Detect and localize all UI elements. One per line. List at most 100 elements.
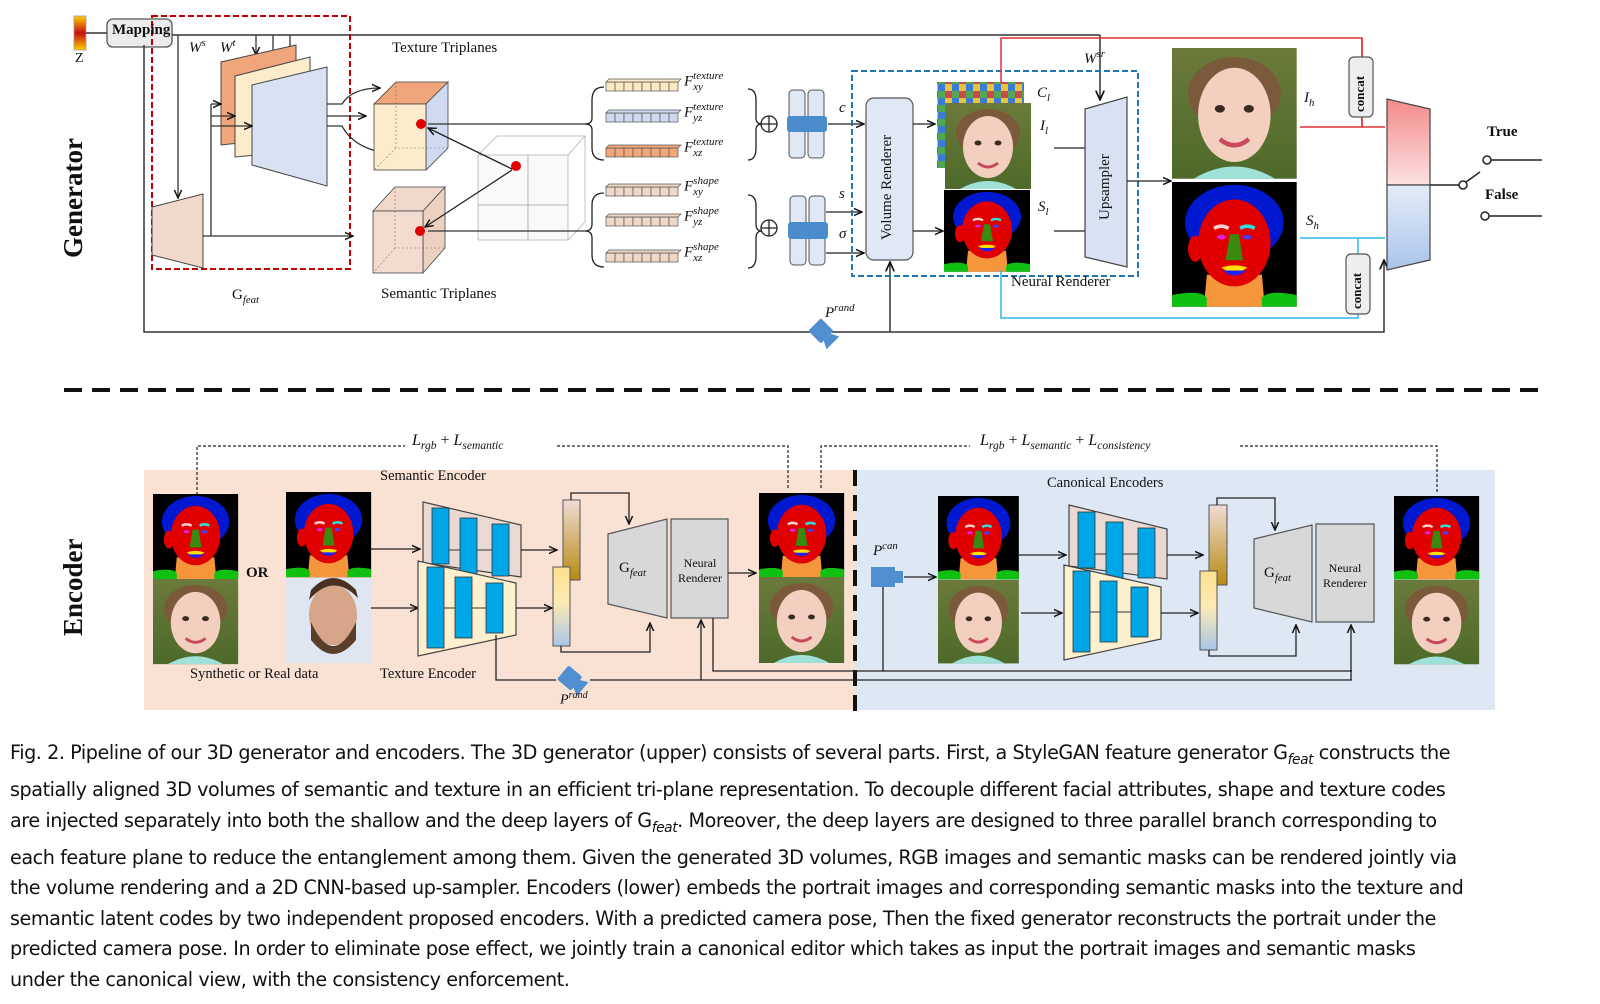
reconstructed-mask-left (757, 491, 846, 579)
encoder-gfeat-block-left (607, 518, 668, 619)
pipeline-figure: Generator Z Mapping Ws Wt Gfeat Texture … (58, 15, 1542, 712)
reconstructed-mask-right (1392, 494, 1481, 581)
caption-line: semantic latent codes by two independent… (10, 906, 1436, 930)
camera-pose-line (143, 45, 1384, 333)
concat-label-top: concat (1352, 75, 1367, 112)
switch-true-terminal (1482, 155, 1492, 165)
z-label: Z (75, 51, 84, 66)
switch-pivot (1458, 180, 1468, 190)
feature-plane-yz (251, 66, 328, 187)
z-latent-bar (73, 15, 87, 51)
high-res-face-image (1172, 48, 1297, 179)
low-res-face-image (943, 101, 1033, 191)
feature-vector-shape-yz (605, 213, 682, 227)
false-label: False (1485, 187, 1519, 203)
pcan-label: Pcan (873, 540, 898, 559)
caption-line: the volume rendering and a 2D CNN-based … (10, 876, 1464, 900)
s-label: s (839, 186, 845, 202)
gfeat-label: Gfeat (232, 287, 260, 306)
sl-label: Sl (1038, 199, 1049, 218)
switch-false-terminal (1480, 211, 1490, 221)
true-label: True (1487, 124, 1518, 140)
semantic-encoder-label: Semantic Encoder (380, 468, 486, 484)
prand-label-encoder: Prand (560, 690, 588, 708)
canonical-semantic-code (1208, 504, 1228, 586)
canonical-semantic-encoder (1068, 504, 1168, 580)
query-point-grid (477, 135, 586, 241)
neural-renderer-label: Neural Renderer (1011, 274, 1111, 290)
feature-vector-texture-xz (605, 144, 682, 158)
encoder-section-label: Encoder (58, 538, 88, 637)
semantic-encoder-block (422, 501, 522, 578)
canonical-mask (936, 494, 1021, 581)
volume-renderer-block (865, 97, 914, 261)
gfeat-label-right: Gfeat (1264, 565, 1292, 584)
camera-icon-pcan (871, 567, 903, 587)
upsampler-label: Upsampler (1097, 154, 1113, 220)
switch-lever (1465, 171, 1481, 183)
caption-line: each feature plane to reduce the entangl… (10, 845, 1457, 869)
feature-vector-shape-xy (605, 183, 682, 197)
upsampler-block (1084, 96, 1128, 268)
concat-box-bottom (1345, 253, 1371, 315)
oplus-icon-texture (760, 115, 778, 133)
or-label: OR (246, 565, 269, 581)
gfeat-box (151, 15, 351, 270)
reconstructed-face-left (757, 575, 846, 665)
texture-triplanes-label: Texture Triplanes (392, 40, 498, 56)
il-label: Il (1040, 118, 1048, 137)
texture-triplane-cube (373, 81, 449, 171)
input-synthetic-face (151, 577, 240, 666)
wt-label: Wt (220, 37, 236, 56)
figure-canvas (64, 15, 1542, 712)
ws-label: Ws (189, 37, 206, 56)
ih-label: Ih (1304, 90, 1315, 109)
low-res-semantic-mask (942, 188, 1032, 273)
figure-caption: Fig. 2. Pipeline of our 3D generator and… (10, 738, 1590, 995)
mapping-box (106, 18, 173, 48)
encoder-neural-renderer-right (1315, 523, 1375, 623)
input-real-face (286, 578, 371, 663)
feature-vector-shape-xz (605, 249, 682, 263)
discriminator-block (1386, 98, 1431, 271)
semantic-triplanes-label: Semantic Triplanes (381, 286, 497, 302)
encoder-neural-renderer-left (670, 518, 729, 619)
canonical-texture-code (1199, 570, 1218, 651)
concat-label-bottom: concat (1349, 272, 1364, 309)
camera-icon (808, 318, 840, 350)
caption-line: are injected separately into both the sh… (10, 808, 1437, 836)
loss-right: Lrgb + Lsemantic + Lconsistency (980, 432, 1151, 453)
canonical-encoders-label: Canonical Encoders (1047, 475, 1164, 491)
sh-label: Sh (1306, 213, 1319, 232)
texture-latent-code (552, 566, 571, 647)
canonical-texture-encoder (1063, 564, 1162, 661)
brace-shape (584, 192, 605, 268)
generator-section-label: Generator (58, 138, 88, 258)
sigma-label: σ (839, 226, 847, 242)
concat-box-top (1348, 56, 1374, 118)
caption-line: under the canonical view, with the consi… (10, 967, 570, 991)
feature-vector-texture-yz (605, 109, 682, 123)
feature-vector-texture-xy (605, 78, 682, 92)
texture-encoder-block (417, 560, 517, 657)
reconstructed-face-right (1392, 578, 1481, 666)
canonical-face (936, 578, 1021, 665)
mapping-label: Mapping (112, 22, 171, 38)
volume-renderer-label: Volume Renderer (879, 134, 895, 240)
cl-label: Cl (1037, 85, 1051, 104)
wsr-label: Wsr (1084, 48, 1105, 67)
shallow-layer-block (151, 193, 204, 269)
texture-decoder-mlp (787, 89, 827, 159)
c-label: c (839, 100, 846, 116)
caption-line: Fig. 2. Pipeline of our 3D generator and… (10, 741, 1451, 768)
caption-line: spatially aligned 3D volumes of semantic… (10, 778, 1446, 802)
caption-line: predicted camera pose. In order to elimi… (10, 937, 1416, 961)
input-real-mask (284, 490, 373, 579)
encoder-section (144, 445, 1495, 712)
